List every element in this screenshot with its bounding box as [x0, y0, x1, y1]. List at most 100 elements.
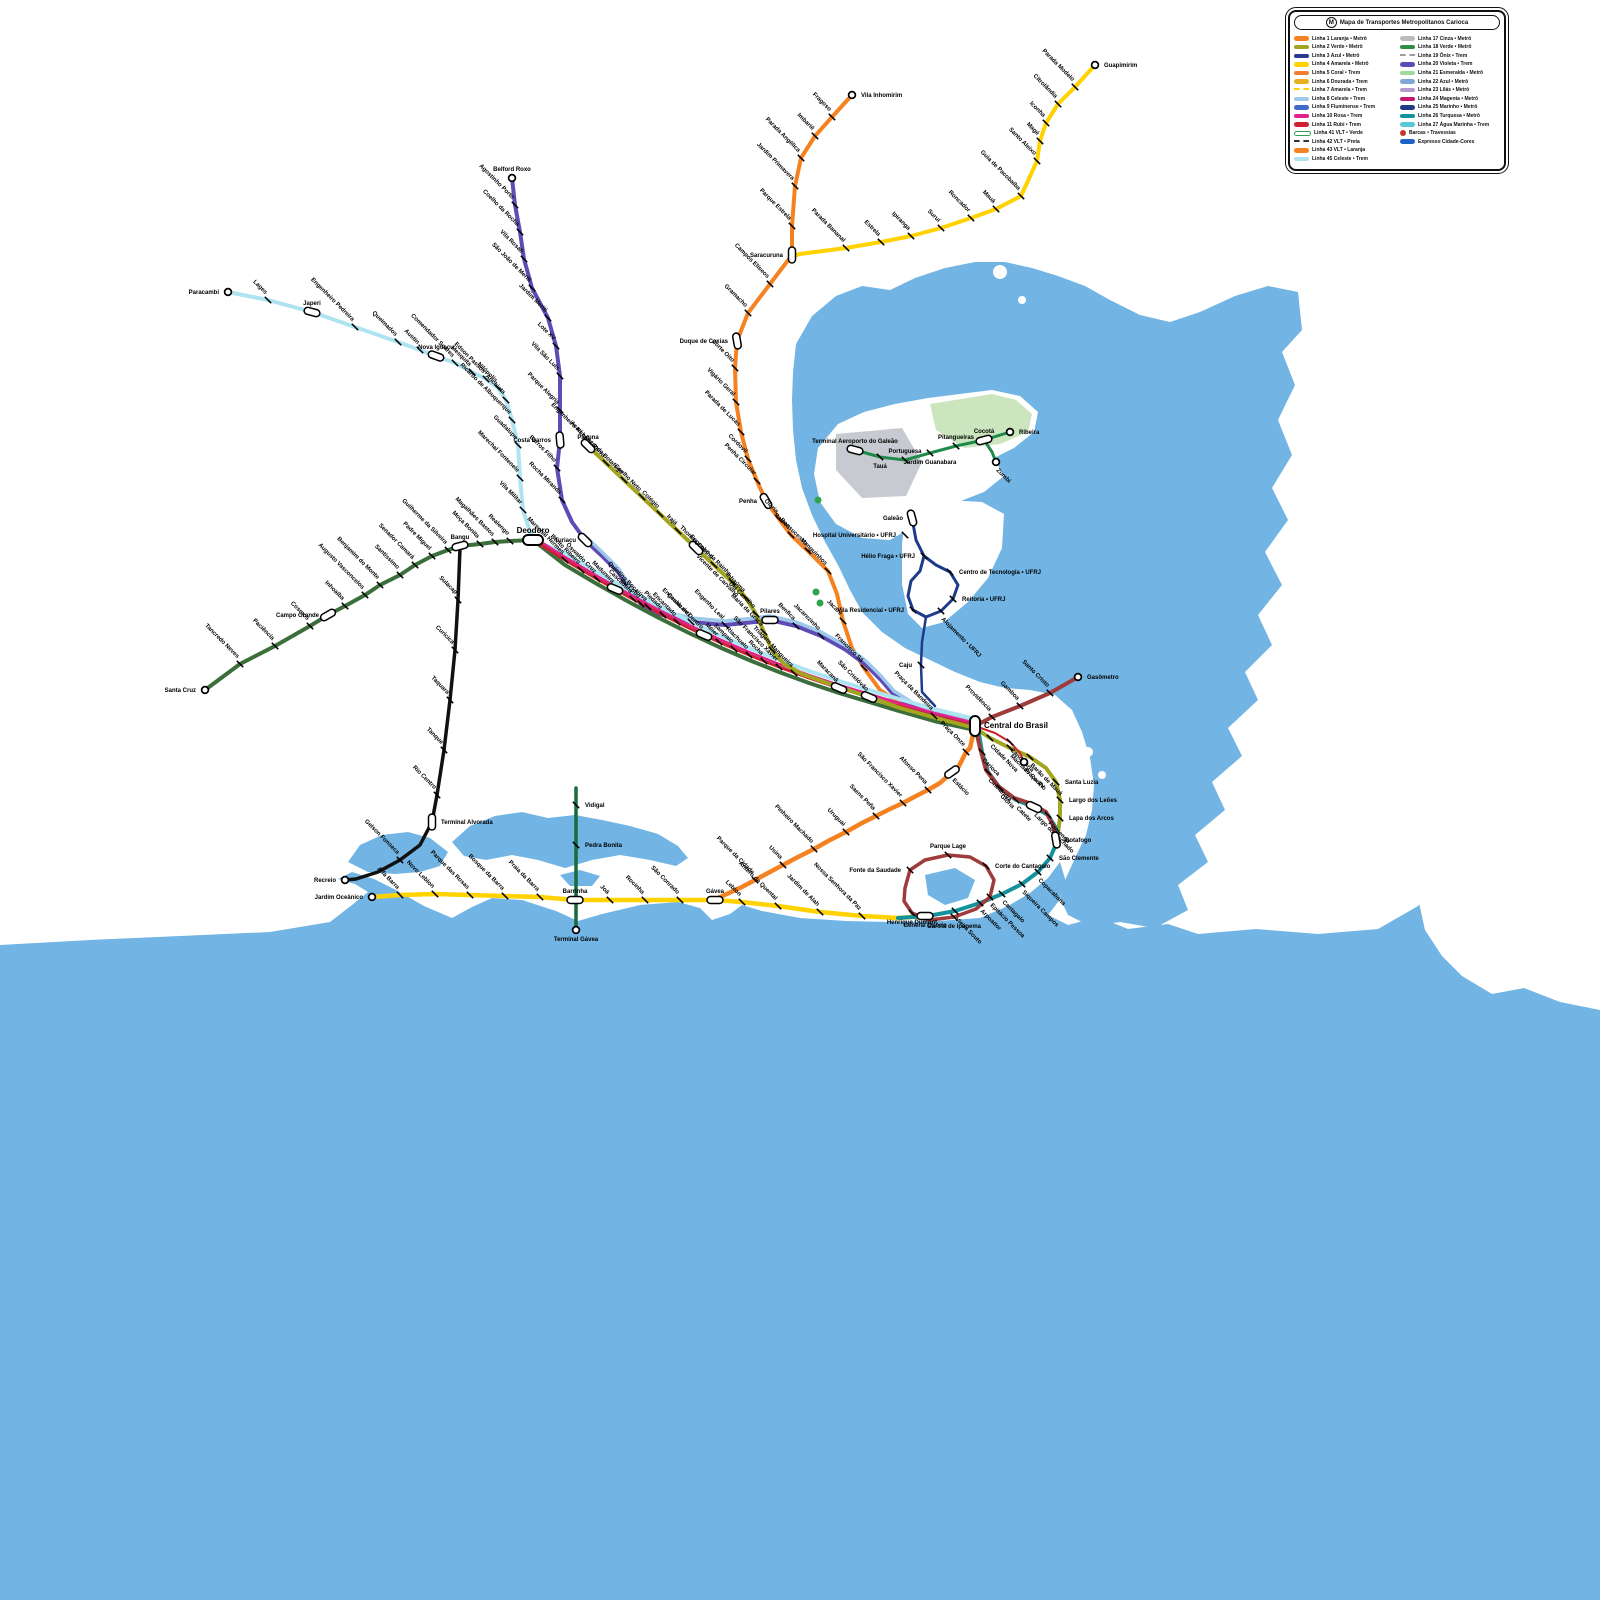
station-label: Fonte da Saudade — [849, 868, 901, 874]
station-turia-u: Turiaçu — [555, 532, 593, 548]
station-tick — [638, 493, 646, 501]
station-tick — [476, 540, 484, 548]
legend-line-chip — [1294, 96, 1309, 101]
station-label: Vila Residencial • UFRJ — [837, 608, 904, 614]
station-tick — [962, 748, 970, 756]
station-label: Penha — [739, 499, 758, 505]
station-costa-barros: Costa Barros — [513, 431, 565, 449]
legend-line-chip — [1400, 122, 1415, 127]
legend-entry: Linha 3 Azul • Metrô — [1294, 53, 1394, 59]
station-campo-grande: Campo Grande — [276, 608, 337, 622]
station-tick — [839, 617, 847, 625]
legend-line-chip — [1294, 139, 1309, 144]
legend-entry: Linha 43 VLT • Laranja — [1294, 147, 1394, 153]
poi-parque-poi-2 — [812, 588, 820, 596]
legend-line-chip — [1400, 79, 1415, 84]
station-duque-de-caxias: Duque de Caxias — [680, 332, 743, 350]
station-terminal-alvorada: Terminal Alvorada — [427, 813, 493, 831]
station-label: Terminal Gávea — [554, 937, 599, 943]
station-tick — [556, 372, 564, 380]
legend-line-chip — [1294, 88, 1309, 93]
station-tick — [876, 453, 884, 461]
station-tick — [715, 638, 723, 646]
legend-entry: Linha 26 Turquesa • Metrô — [1400, 113, 1500, 119]
station-saracuruna: Saracuruna — [750, 246, 797, 264]
legend-entry-label: Linha 42 VLT • Preta — [1312, 138, 1360, 145]
legend-entry: Linha 22 Azul • Metrô — [1400, 79, 1500, 85]
station-gas-metro: Gasômetro — [1073, 672, 1119, 682]
station-tick — [446, 696, 454, 704]
station-label: Recreio — [314, 878, 336, 884]
station-label: Vila Inhomirim — [861, 93, 902, 99]
legend-entry-label: Linha 1 Laranja • Metrô — [1312, 35, 1367, 42]
line-brt-transoeste — [343, 546, 462, 882]
major-interchange-capsule — [522, 534, 544, 546]
station-dot — [367, 892, 377, 902]
station-tick — [937, 607, 945, 615]
station-tick — [620, 476, 628, 484]
station-tick — [528, 284, 536, 292]
station-centro-de-tecnologia-ufrj: Centro de Tecnologia • UFRJ — [946, 568, 1041, 576]
station-tick — [482, 375, 490, 383]
station-tick — [552, 342, 560, 350]
legend-entry-label: Barcas • Travessias — [1409, 130, 1456, 137]
station-dot — [200, 685, 210, 695]
legend-entry: Linha 17 Cinza • Metrô — [1400, 36, 1500, 42]
legend-entry: Linha 4 Amarela • Metrô — [1294, 61, 1394, 67]
station-tick — [544, 314, 552, 322]
station-parque-lage: Parque Lage — [930, 844, 967, 859]
station-caju: Caju — [899, 661, 925, 669]
station-tick — [737, 428, 745, 436]
station-label: Deodoro — [517, 526, 550, 535]
station-tick — [982, 862, 990, 870]
station-tick — [810, 845, 818, 853]
station-label: Ribeira — [1019, 430, 1040, 436]
legend-entry-label: Linha 4 Amarela • Metrô — [1312, 61, 1369, 68]
station-label: Centro de Tecnologia • UFRJ — [959, 570, 1041, 576]
station-tick — [877, 238, 885, 246]
station-tick — [860, 664, 868, 672]
station-label: Saracuruna — [750, 253, 784, 259]
station-tick — [738, 898, 746, 906]
station-tick — [946, 568, 954, 576]
poi-parque-poi-3 — [816, 599, 824, 607]
station-tick — [553, 464, 561, 472]
water-lagoa-sul — [925, 868, 975, 905]
islet-ilhota-1 — [1083, 747, 1093, 757]
legend-line-chip — [1400, 113, 1415, 119]
interchange-capsule — [427, 350, 445, 362]
station-label: General Osório — [903, 923, 947, 929]
legend-entry: Linha 27 Água Marinha • Trem — [1400, 122, 1500, 128]
station-tick — [909, 606, 917, 614]
station-tick — [577, 566, 585, 574]
station-tick — [1006, 738, 1014, 746]
legend-line-chip — [1294, 156, 1309, 162]
line-ramal-japeri — [226, 290, 977, 721]
station-tick — [710, 561, 718, 569]
legend-entry-label: Linha 3 Azul • Metrô — [1312, 52, 1360, 59]
station-tick — [508, 416, 516, 424]
station-tick — [828, 113, 836, 121]
legend-entry-label: Linha 6 Dourada • Trem — [1312, 78, 1368, 85]
station-tick — [732, 398, 740, 406]
station-tick — [1012, 796, 1020, 804]
legend-entry: Linha 6 Dourada • Trem — [1294, 79, 1394, 85]
station-label: Vidigal — [585, 803, 605, 809]
station-tick — [797, 154, 805, 162]
legend-line-chip — [1400, 105, 1415, 110]
station-label: Corte do Cantagalo — [995, 864, 1051, 870]
station-tick — [506, 537, 514, 545]
station-ribeira: Ribeira — [1005, 427, 1040, 437]
station-terminal-g-vea: Terminal Gávea — [554, 925, 599, 943]
station-label: Botafogo — [1065, 838, 1092, 844]
station-tick — [992, 205, 1000, 213]
station-tick — [454, 596, 462, 604]
legend: M Mapa de Transportes Metropolitanos Car… — [1285, 7, 1509, 174]
interchange-capsule — [577, 532, 593, 548]
station-lapa-dos-arcos: Lapa dos Arcos — [1056, 814, 1114, 822]
legend-entry-label: Linha 26 Turquesa • Metrô — [1418, 112, 1480, 119]
